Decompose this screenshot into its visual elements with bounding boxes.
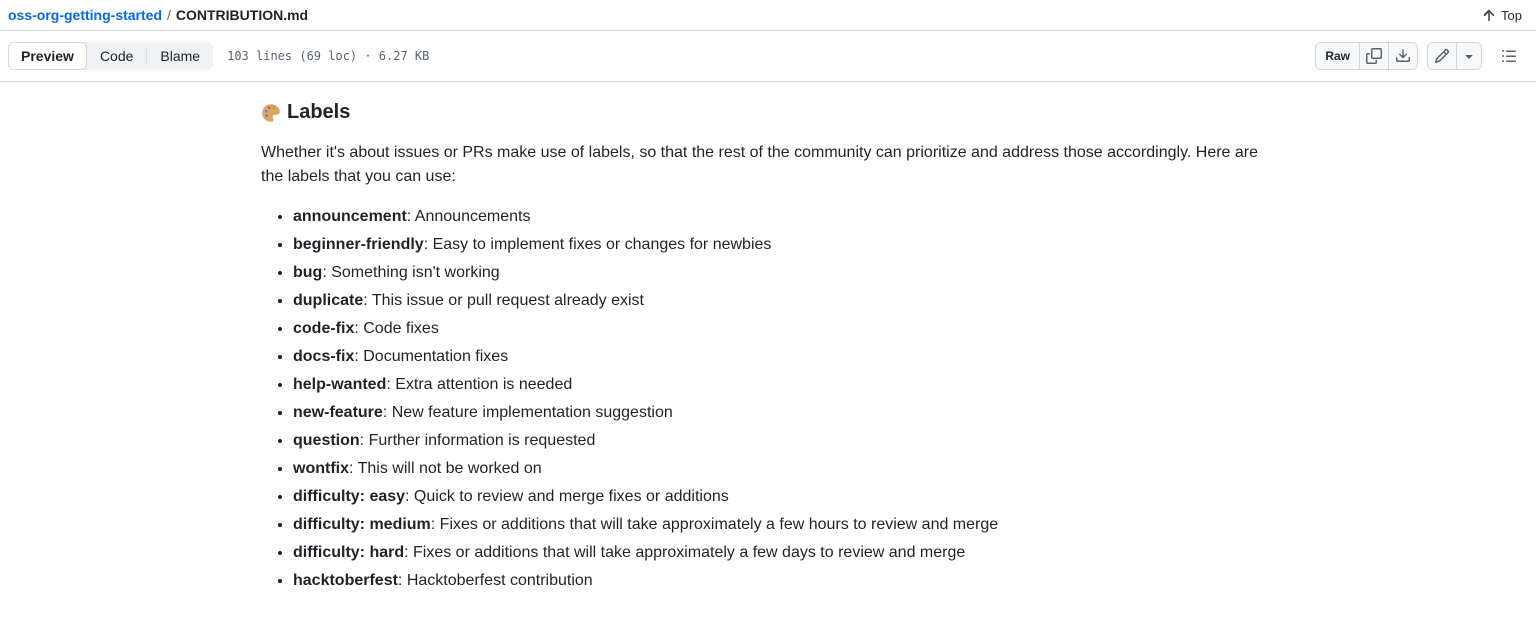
label-description: : Extra attention is needed: [386, 376, 573, 393]
list-unordered-icon: [1501, 48, 1517, 64]
label-name: wontfix: [293, 460, 349, 477]
intro-paragraph: Whether it's about issues or PRs make us…: [261, 144, 1259, 185]
triangle-down-icon: [1461, 48, 1477, 64]
label-name: announcement: [293, 208, 407, 225]
label-name: difficulty: easy: [293, 488, 406, 505]
labels-heading: Labels: [261, 100, 1275, 125]
segment-divider: [146, 49, 148, 63]
label-list-item: wontfix: This will not be worked on: [293, 457, 1275, 481]
breadcrumb: oss-org-getting-started / CONTRIBUTION.m…: [8, 7, 308, 23]
label-name: question: [293, 432, 360, 449]
breadcrumb-separator: /: [167, 7, 171, 23]
label-description: : Something isn't working: [322, 264, 500, 281]
raw-button[interactable]: Raw: [1315, 42, 1360, 70]
tab-blame[interactable]: Blame: [147, 42, 213, 70]
file-info: 103 lines (69 loc) · 6.27 KB: [227, 49, 430, 63]
file-name: CONTRIBUTION.md: [175, 7, 309, 23]
label-name: docs-fix: [293, 348, 355, 365]
download-button[interactable]: [1388, 42, 1418, 70]
copy-icon: [1366, 48, 1382, 64]
pencil-icon: [1434, 48, 1450, 64]
edit-button[interactable]: [1427, 42, 1457, 70]
arrow-up-icon: [1480, 7, 1496, 23]
label-name: hacktoberfest: [293, 572, 398, 589]
view-switcher: Preview Code Blame: [8, 42, 214, 70]
edit-group: [1427, 42, 1482, 70]
label-description: : Fixes or additions that will take appr…: [404, 544, 966, 561]
label-description: : Easy to implement fixes or changes for…: [423, 236, 772, 253]
label-description: : Further information is requested: [359, 432, 596, 449]
label-name: bug: [293, 264, 323, 281]
label-list-item: difficulty: medium: Fixes or additions t…: [293, 513, 1275, 537]
label-name: difficulty: hard: [293, 544, 405, 561]
label-name: help-wanted: [293, 376, 387, 393]
label-list-item: new-feature: New feature implementation …: [293, 401, 1275, 425]
label-description: : Announcements: [406, 208, 531, 225]
tab-preview[interactable]: Preview: [8, 42, 87, 70]
label-description: : Fixes or additions that will take appr…: [430, 516, 999, 533]
label-list-item: question: Further information is request…: [293, 429, 1275, 453]
label-description: : This issue or pull request already exi…: [363, 292, 644, 309]
label-description: : This will not be worked on: [349, 460, 542, 477]
edit-dropdown-button[interactable]: [1456, 42, 1482, 70]
label-name: beginner-friendly: [293, 236, 424, 253]
label-name: difficulty: medium: [293, 516, 431, 533]
back-to-top-link[interactable]: Top: [1480, 7, 1522, 23]
label-name: duplicate: [293, 292, 364, 309]
label-description: : Documentation fixes: [354, 348, 509, 365]
tab-code[interactable]: Code: [87, 42, 146, 70]
repo-link[interactable]: oss-org-getting-started: [8, 7, 162, 23]
label-list-item: hacktoberfest: Hacktoberfest contributio…: [293, 569, 1275, 593]
label-list-item: code-fix: Code fixes: [293, 317, 1275, 341]
label-list-item: bug: Something isn't working: [293, 261, 1275, 285]
label-name: new-feature: [293, 404, 383, 421]
label-list-item: announcement: Announcements: [293, 205, 1275, 229]
raw-copy-download-group: Raw: [1315, 42, 1418, 70]
labels-heading-text: Labels: [287, 101, 351, 123]
label-name: code-fix: [293, 320, 355, 337]
copy-button[interactable]: [1359, 42, 1389, 70]
label-list-item: duplicate: This issue or pull request al…: [293, 289, 1275, 313]
label-list-item: help-wanted: Extra attention is needed: [293, 373, 1275, 397]
label-description: : Code fixes: [354, 320, 439, 337]
label-list-item: difficulty: easy: Quick to review and me…: [293, 485, 1275, 509]
download-icon: [1395, 48, 1411, 64]
palette-emoji-icon: [261, 103, 281, 123]
file-header: Preview Code Blame 103 lines (69 loc) · …: [0, 31, 1536, 82]
breadcrumb-bar: oss-org-getting-started / CONTRIBUTION.m…: [0, 0, 1536, 31]
label-description: : New feature implementation suggestion: [382, 404, 673, 421]
label-description: : Quick to review and merge fixes or add…: [405, 488, 729, 505]
outline-button[interactable]: [1494, 42, 1524, 70]
back-to-top-label: Top: [1501, 7, 1522, 23]
label-list-item: docs-fix: Documentation fixes: [293, 345, 1275, 369]
label-list-item: beginner-friendly: Easy to implement fix…: [293, 233, 1275, 257]
file-content: Labels Whether it's about issues or PRs …: [0, 82, 1536, 633]
file-toolbar: Raw: [1315, 42, 1524, 70]
labels-list: announcement: Announcements beginner-fri…: [261, 205, 1275, 593]
label-description: : Hacktoberfest contribution: [397, 572, 593, 589]
markdown-body: Labels Whether it's about issues or PRs …: [261, 82, 1275, 633]
label-list-item: difficulty: hard: Fixes or additions tha…: [293, 541, 1275, 565]
